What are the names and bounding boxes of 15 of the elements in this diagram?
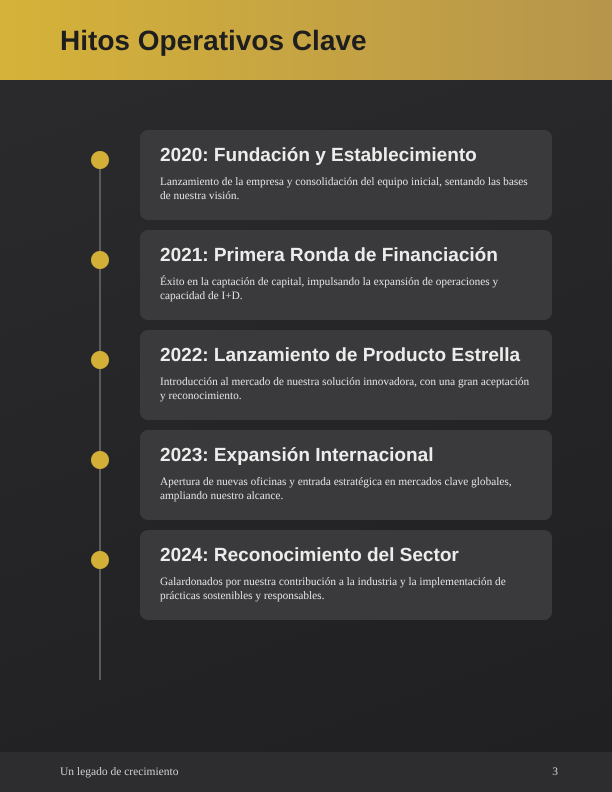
page-number: 3 bbox=[552, 765, 558, 779]
card-description: Lanzamiento de la empresa y consolidación del equipo inicial, sentando las bases de nuestra visión. bbox=[160, 175, 529, 203]
card-heading: 2020: Fundación y Establecimiento bbox=[160, 144, 477, 168]
milestone-card bbox=[140, 430, 552, 520]
card-description: Éxito en la captación de capital, impulsando la expansión de operaciones y capacidad de I+D. bbox=[160, 275, 500, 303]
card-heading: 2021: Primera Ronda de Financiación bbox=[160, 244, 498, 268]
card-description: Apertura de nuevas oficinas y entrada estratégica en mercados clave globales, ampliando nuestro alcance. bbox=[160, 475, 513, 503]
footer-text: Un legado de crecimiento bbox=[60, 765, 178, 779]
card-heading: 2023: Expansión Internacional bbox=[160, 444, 434, 468]
card-description: Introducción al mercado de nuestra solución innovadora, con una gran aceptación y reconocimiento. bbox=[160, 375, 530, 403]
card-heading: 2022: Lanzamiento de Producto Estrella bbox=[160, 344, 520, 368]
milestone-card bbox=[140, 530, 552, 620]
page-title: Hitos Operativos Clave bbox=[60, 24, 367, 58]
card-heading: 2024: Reconocimiento del Sector bbox=[160, 544, 459, 568]
card-description: Galardonados por nuestra contribución a la industria y la implementación de prácticas sostenibles y responsables. bbox=[160, 575, 507, 603]
